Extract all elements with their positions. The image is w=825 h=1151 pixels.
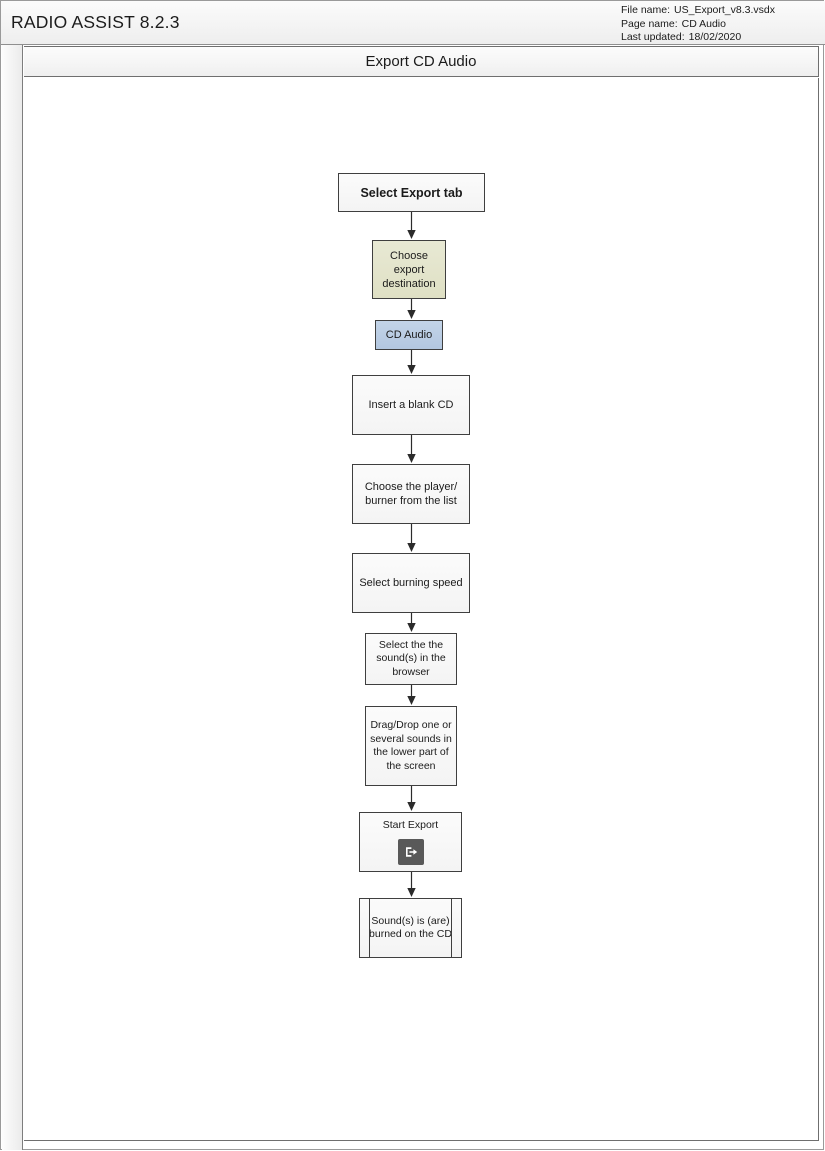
meta-last-updated-value: 18/02/2020 [688, 31, 742, 43]
meta-file-name-value: US_Export_v8.3.vsdx [674, 4, 775, 16]
flow-node-insert-blank-cd[interactable]: Insert a blank CD [352, 375, 470, 435]
connector-arrow [406, 524, 417, 553]
flow-node-label: Choose export destination [382, 249, 436, 290]
meta-page-name-label: Page name: [621, 17, 678, 30]
flow-node-label: Insert a blank CD [368, 399, 454, 411]
page-title-band: Export CD Audio [24, 46, 819, 77]
flow-node-cd-audio[interactable]: CD Audio [375, 320, 443, 350]
meta-last-updated-row: Last updated:18/02/2020 [621, 31, 775, 45]
flow-node-choose-player-burner[interactable]: Choose the player/ burner from the list [352, 464, 470, 524]
connector-arrow [406, 613, 417, 633]
connector-arrow [406, 350, 417, 375]
connector-arrow [406, 872, 417, 898]
flow-node-drag-drop-sounds[interactable]: Drag/Drop one or several sounds in the l… [365, 706, 457, 786]
connector-arrow [406, 435, 417, 464]
meta-last-updated-label: Last updated: [621, 31, 685, 43]
diagram-canvas: Select Export tab Choose export destinat… [24, 78, 819, 1141]
connector-arrow [406, 786, 417, 812]
meta-file-name-label: File name: [621, 4, 671, 16]
header-bar: RADIO ASSIST 8.2.3 File name:US_Export_v… [1, 1, 825, 45]
connector-arrow [406, 685, 417, 706]
flow-node-label: Select the the sound(s) in the browser [376, 638, 446, 678]
page-title: Export CD Audio [365, 53, 477, 70]
flow-node-label: Choose the player/ burner from the list [364, 481, 458, 507]
meta-page-name-value: CD Audio [681, 17, 726, 30]
meta-file-name-row: File name:US_Export_v8.3.vsdx [621, 4, 775, 18]
flow-node-select-export-tab[interactable]: Select Export tab [338, 173, 485, 212]
document-metadata: File name:US_Export_v8.3.vsdx Page name:… [621, 4, 775, 45]
flow-node-label: Select burning speed [359, 577, 463, 589]
app-title: RADIO ASSIST 8.2.3 [11, 12, 180, 32]
flow-node-label: CD Audio [385, 329, 433, 341]
flow-node-label: Start Export [382, 818, 439, 831]
flow-node-sounds-burned[interactable]: Sound(s) is (are) burned on the CD [359, 898, 462, 958]
meta-page-name-row: Page name:CD Audio [621, 18, 775, 32]
export-icon[interactable] [397, 839, 424, 866]
left-margin-strip [2, 45, 23, 1150]
flow-node-label: Sound(s) is (are) burned on the CD [369, 914, 452, 941]
flow-node-label: Drag/Drop one or several sounds in the l… [370, 719, 452, 772]
connector-arrow [406, 212, 417, 240]
flow-node-select-burning-speed[interactable]: Select burning speed [352, 553, 470, 613]
flow-node-choose-export-destination[interactable]: Choose export destination [372, 240, 446, 299]
flow-node-select-sounds[interactable]: Select the the sound(s) in the browser [365, 633, 457, 685]
connector-arrow [406, 299, 417, 320]
flow-node-start-export[interactable]: Start Export [359, 812, 462, 872]
flow-node-label: Select Export tab [360, 185, 463, 200]
